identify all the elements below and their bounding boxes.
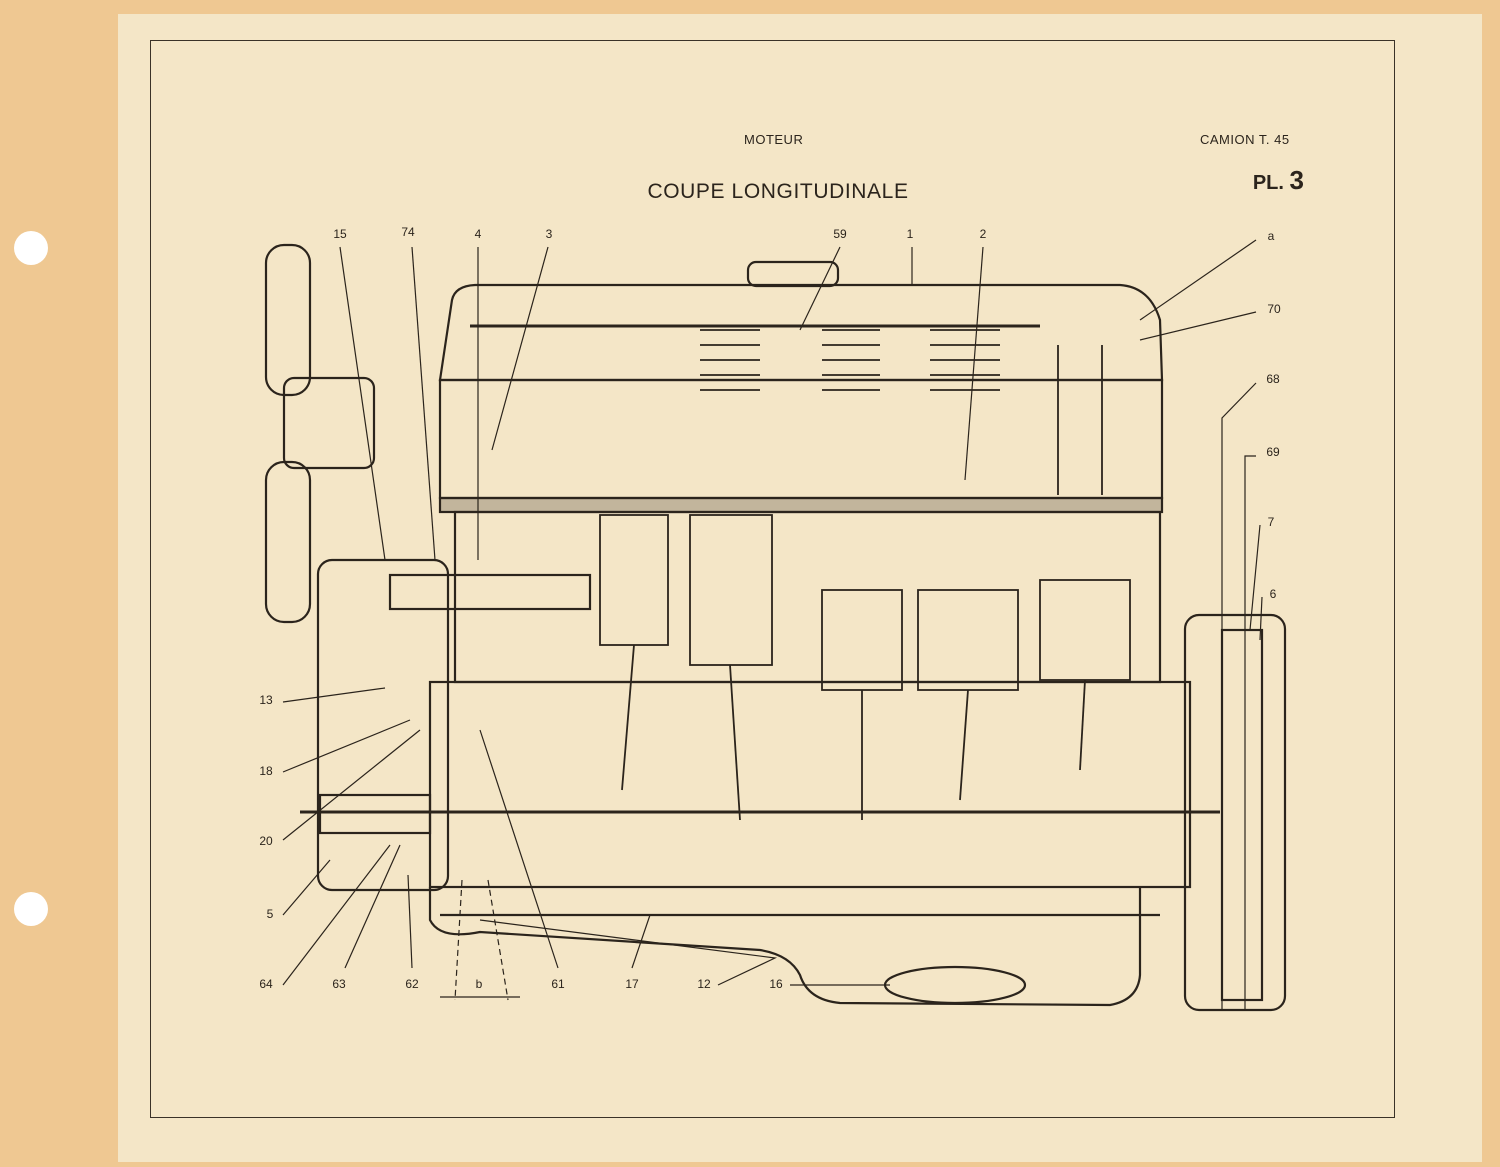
drawing-title: COUPE LONGITUDINALE — [647, 180, 909, 203]
callout-b: b — [475, 977, 483, 991]
leader-64 — [282, 844, 391, 986]
connecting-rod-2 — [729, 664, 741, 821]
leader-7 — [1249, 524, 1261, 631]
callout-1: 1 — [906, 227, 914, 241]
leader-2 — [964, 246, 984, 481]
leader-lines — [282, 239, 1263, 1010]
callout-2: 2 — [979, 227, 987, 241]
piston-4 — [917, 589, 1019, 691]
leader-a — [1139, 239, 1257, 321]
valve-spring-1 — [700, 329, 760, 391]
callout-13: 13 — [259, 693, 273, 707]
binder-hole-top — [14, 231, 48, 265]
leader-15 — [339, 246, 386, 561]
leader-5 — [282, 859, 331, 916]
cylinder-block — [453, 510, 1162, 684]
leader-63 — [344, 844, 401, 969]
camshaft — [388, 573, 592, 611]
leader-62 — [407, 874, 413, 969]
callout-18: 18 — [259, 764, 273, 778]
fan-blade-upper — [264, 243, 312, 397]
leader-17 — [631, 914, 651, 969]
piston-1 — [599, 514, 669, 646]
valve-spring-3 — [930, 329, 1000, 391]
callout-62: 62 — [405, 977, 419, 991]
dimension-b-right — [487, 879, 509, 1001]
vehicle-header: CAMION T. 45 — [1200, 132, 1290, 147]
valve-spring-2 — [822, 329, 880, 391]
dimension-b-left — [454, 879, 463, 1001]
callout-5: 5 — [266, 907, 274, 921]
flywheel — [1220, 628, 1264, 1002]
drawing-frame — [150, 40, 1395, 1118]
callout-69: 69 — [1266, 445, 1280, 459]
timing-housing — [316, 558, 450, 892]
section-header: MOTEUR — [744, 132, 804, 147]
leader-70 — [1139, 311, 1257, 341]
piston-3 — [821, 589, 903, 691]
callout-59: 59 — [833, 227, 847, 241]
connecting-rod-5 — [1079, 679, 1086, 771]
crank-front-journal — [318, 793, 432, 835]
oil-pump-gear — [883, 965, 1027, 1005]
callout-17: 17 — [625, 977, 639, 991]
connecting-rod-1 — [621, 644, 635, 791]
callout-74: 74 — [401, 225, 415, 239]
leader-59 — [799, 246, 841, 331]
leader-12 — [479, 919, 778, 986]
callout-3: 3 — [545, 227, 553, 241]
callout-4: 4 — [474, 227, 482, 241]
callout-7: 7 — [1267, 515, 1275, 529]
leader-20 — [282, 729, 421, 841]
leader-3 — [491, 246, 549, 451]
callout-16: 16 — [769, 977, 783, 991]
cylinders-group — [470, 324, 1131, 821]
engine-outline — [264, 243, 1287, 1012]
oil-filler-cap — [746, 260, 840, 288]
crankcase — [428, 680, 1192, 889]
leader-69 — [1244, 455, 1256, 1010]
paper-page — [118, 14, 1482, 1162]
leader-68 — [1221, 382, 1257, 1010]
leader-18 — [282, 719, 411, 773]
cylinder-head — [438, 378, 1164, 500]
rocker-cover — [438, 283, 1164, 382]
leader-74 — [411, 246, 436, 561]
callout-64: 64 — [259, 977, 273, 991]
callout-15: 15 — [333, 227, 347, 241]
binder-hole-bottom — [14, 892, 48, 926]
callout-a: a — [1267, 229, 1275, 243]
callout-6: 6 — [1269, 587, 1277, 601]
plate-number: PL. 3 — [1253, 165, 1304, 196]
plate-digit: 3 — [1289, 165, 1304, 195]
callout-12: 12 — [697, 977, 711, 991]
callout-20: 20 — [259, 834, 273, 848]
callout-63: 63 — [332, 977, 346, 991]
oil-pan — [428, 887, 1142, 1007]
connecting-rod-4 — [959, 689, 969, 801]
callout-70: 70 — [1267, 302, 1281, 316]
leader-6 — [1259, 596, 1263, 641]
callout-61: 61 — [551, 977, 565, 991]
leader-13 — [282, 687, 386, 703]
piston-2 — [689, 514, 773, 666]
fan-blade-lower — [264, 460, 312, 624]
piston-5 — [1039, 579, 1131, 681]
callout-68: 68 — [1266, 372, 1280, 386]
plate-prefix: PL. — [1252, 172, 1284, 194]
water-pump — [282, 376, 376, 470]
head-gasket — [438, 496, 1164, 514]
